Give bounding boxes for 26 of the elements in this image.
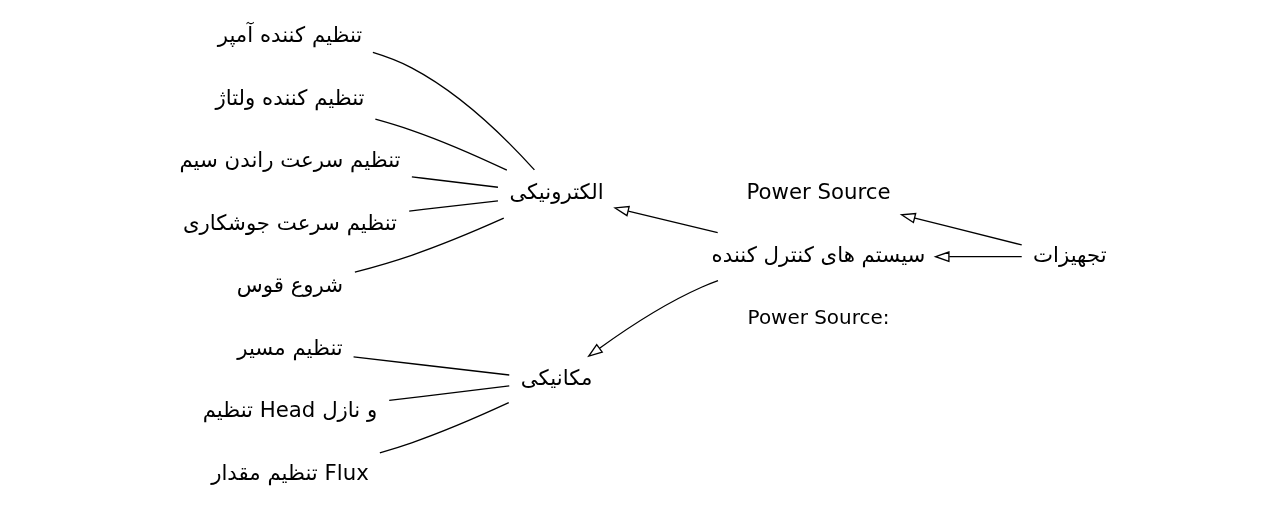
node-text: تنظیم سرعت جوشکاری: [182, 209, 398, 235]
label: Power Source:: [747, 304, 890, 329]
connector: [354, 217, 505, 273]
arrow: [587, 279, 719, 358]
node-text: تنظیم کننده ولتاژ: [215, 84, 365, 110]
node-text: شروع قوس: [236, 272, 344, 298]
node-text: تنظیم کننده آمپر: [217, 22, 363, 48]
arrow: [899, 212, 1023, 246]
connector: [352, 356, 510, 376]
node-text: مکانیکی: [520, 365, 593, 391]
node-text: تنظیم مقدار Flux: [211, 459, 369, 485]
connector: [374, 118, 508, 171]
arrow: [613, 205, 719, 234]
node-text: تنظیم مسیر: [237, 334, 343, 360]
node-text: تجهیزات: [1033, 241, 1107, 267]
arrow: [933, 251, 1023, 263]
node-text: Power Source: [746, 179, 891, 205]
connector: [388, 385, 510, 402]
node-text: سیستم های کنترل کننده: [711, 241, 926, 267]
connector: [411, 176, 499, 188]
node-text: الکترونیکی: [509, 179, 604, 205]
connector: [408, 200, 499, 212]
connector: [372, 51, 536, 171]
node-text: تنظیم سرعت راندن سیم: [179, 147, 401, 173]
connector: [379, 402, 510, 454]
node-text: تنظیم Head و نازل: [202, 397, 378, 423]
